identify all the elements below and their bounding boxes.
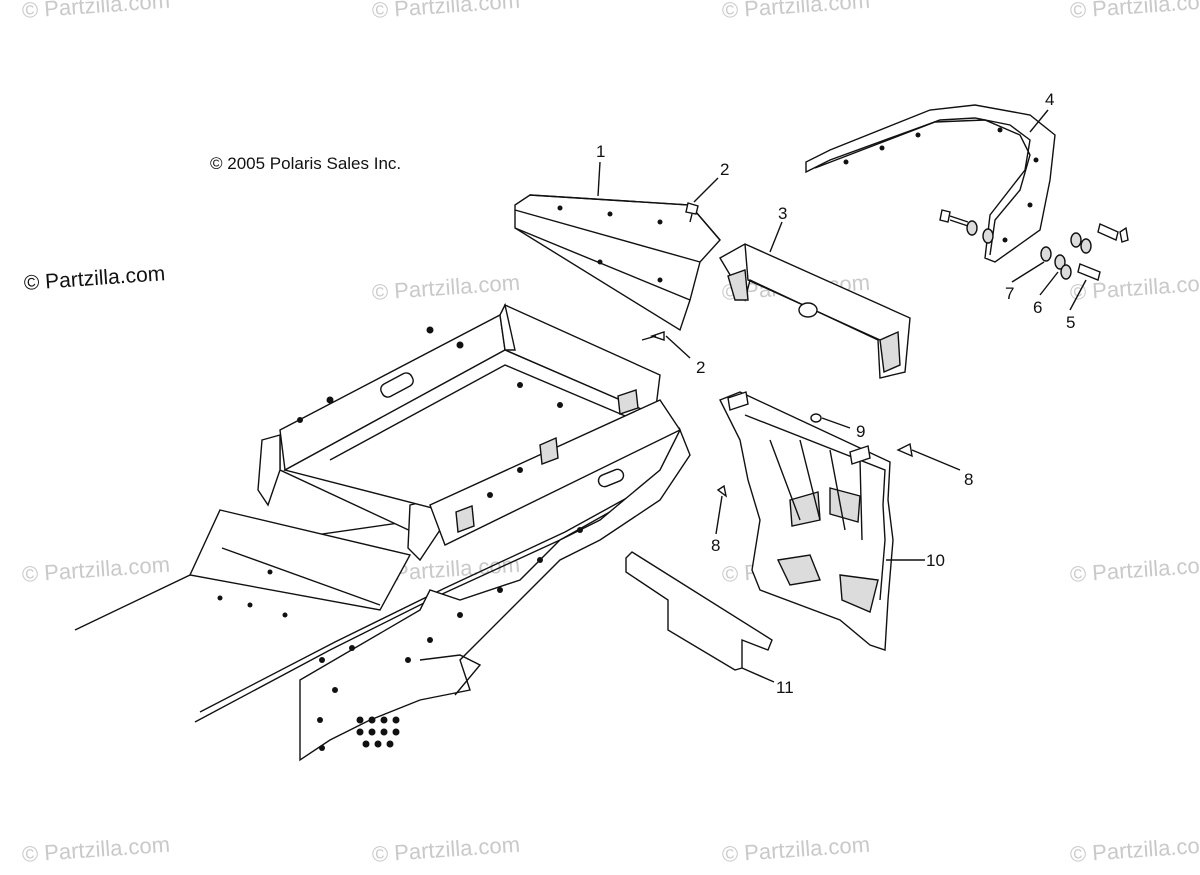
callout-6: 6 [1033, 298, 1043, 317]
part-8-rivet-left [715, 484, 728, 535]
callout-5: 5 [1066, 313, 1076, 332]
callout-10: 10 [926, 551, 945, 570]
part-6-washers [966, 220, 1092, 270]
part-5-bolts [939, 209, 1129, 281]
callout-8-left: 8 [711, 536, 721, 555]
callout-4: 4 [1045, 90, 1055, 109]
tunnel-chassis [74, 302, 691, 762]
callout-1: 1 [596, 142, 606, 161]
callout-2-top: 2 [720, 160, 730, 179]
callout-7: 7 [1005, 284, 1015, 303]
callout-11: 11 [776, 678, 794, 697]
part-9-grommet [810, 413, 851, 429]
part-3-bracket [719, 243, 911, 379]
callout-9: 9 [856, 422, 866, 441]
part-7-nuts [1040, 246, 1072, 280]
part-1-cover [514, 194, 721, 332]
part-8-rivet-right [896, 442, 961, 471]
part-2-fastener-low [641, 331, 691, 359]
callout-3: 3 [778, 204, 788, 223]
copyright-notice: © 2005 Polaris Sales Inc. [210, 154, 402, 173]
part-2-fastener-top [685, 177, 719, 223]
part-11-plate [625, 551, 775, 683]
part-10-snowflap [719, 391, 894, 651]
part-4-bumper [805, 104, 1056, 263]
callout-8-right: 8 [964, 470, 974, 489]
callout-2-low: 2 [696, 358, 706, 377]
